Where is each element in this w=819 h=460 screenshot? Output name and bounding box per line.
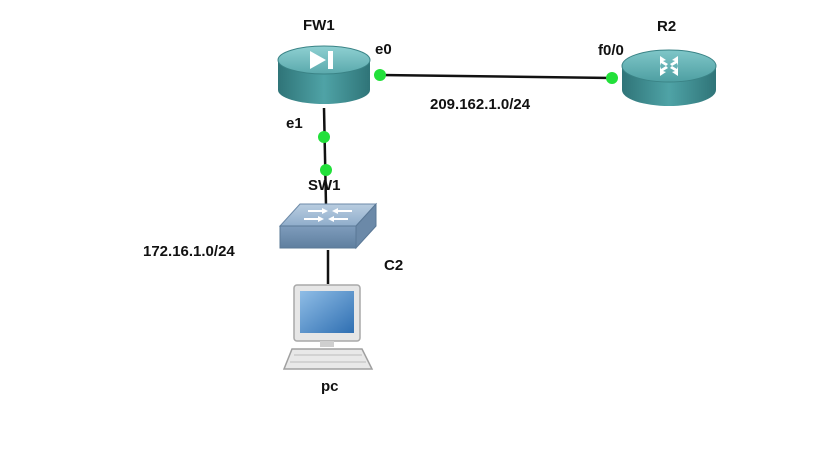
r2-label: R2 [657,18,677,35]
wan-network-label: 209.162.1.0/24 [430,96,531,113]
fw1-node[interactable] [276,42,372,106]
pc-node[interactable] [282,283,374,373]
fw1-e0-status-dot [374,69,386,81]
sw1-node[interactable] [278,202,378,252]
link-fw1-sw1[interactable] [322,107,328,206]
router-icon [621,49,717,106]
lan-network-label: 172.16.1.0/24 [143,243,235,260]
fw1-e1-status-dot [318,131,330,143]
fw1-e0-label: e0 [375,41,392,58]
sw1-status-dot [320,164,332,176]
switch-icon [278,202,378,250]
pc-icon [282,284,374,370]
sw1-label: SW1 [308,177,341,194]
c2-label: C2 [384,257,404,274]
r2-f00-label: f0/0 [598,42,624,59]
firewall-icon [277,45,371,104]
r2-node[interactable] [620,44,718,110]
r2-f00-status-dot [606,72,618,84]
fw1-label: FW1 [303,17,335,34]
link-fw1-r2[interactable] [379,73,613,80]
pc-label: pc [321,378,339,395]
fw1-e1-label: e1 [286,115,303,132]
